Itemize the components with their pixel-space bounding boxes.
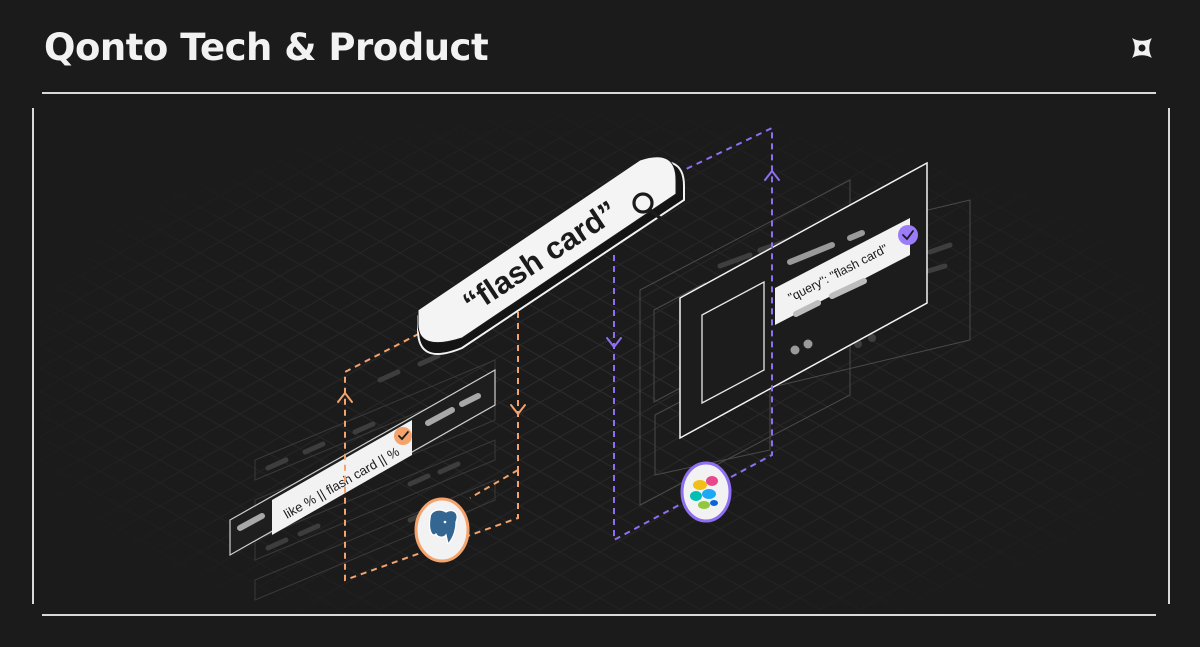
postgresql-elephant-icon	[414, 497, 470, 563]
magnifier-icon[interactable]	[632, 192, 662, 220]
orange-arrows	[337, 391, 526, 416]
es-check-icon	[898, 225, 918, 245]
top-divider	[42, 92, 1156, 94]
sql-row-dashes	[237, 393, 481, 531]
orange-query-flow	[344, 312, 519, 582]
right-frame-line	[1168, 108, 1170, 604]
bottom-divider	[42, 614, 1156, 616]
es-result-panel: "query": "flash card"	[679, 161, 928, 440]
page-title: Qonto Tech & Product	[44, 26, 489, 69]
purple-arrows	[606, 169, 780, 349]
sql-check-icon	[394, 427, 412, 445]
elasticsearch-icon	[680, 461, 732, 523]
purple-query-flow	[613, 126, 773, 542]
left-frame-line	[32, 108, 34, 604]
qonto-x-logo-icon	[1124, 30, 1160, 66]
header: Qonto Tech & Product	[0, 0, 1200, 95]
